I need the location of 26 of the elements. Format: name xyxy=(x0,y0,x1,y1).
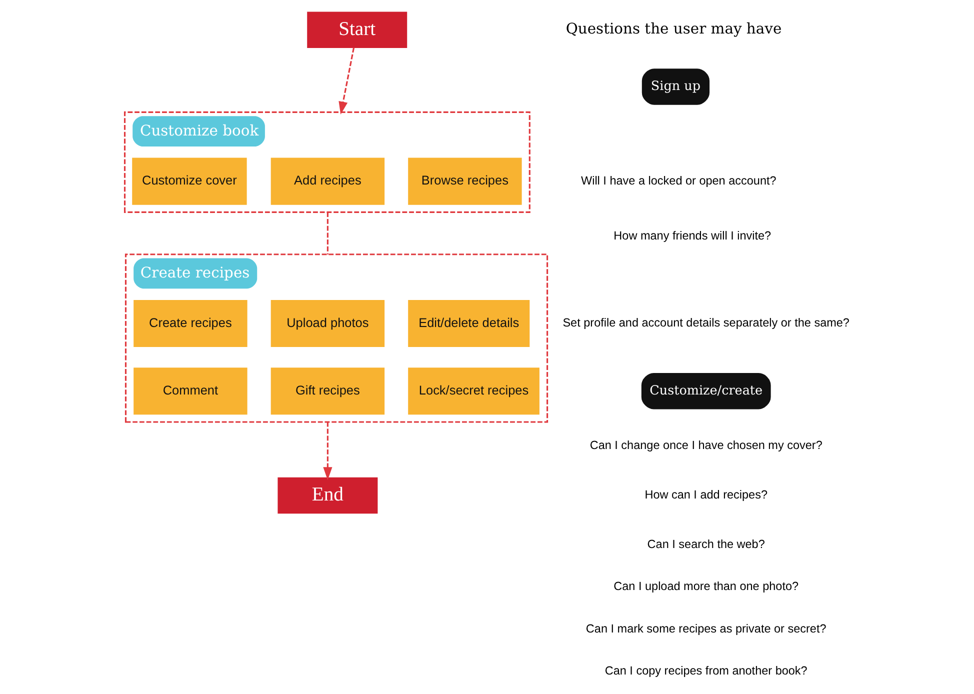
node-box: Sign up xyxy=(642,68,710,105)
arrow xyxy=(338,48,355,115)
node-box: End xyxy=(278,477,378,514)
label: Can I mark some recipes as private or secret? xyxy=(586,622,826,636)
label: Can I search the web? xyxy=(647,538,765,552)
node-box: Edit/delete details xyxy=(408,300,530,347)
node-box: Customize/create xyxy=(641,372,771,410)
node-box: Gift recipes xyxy=(270,368,385,415)
label: Questions the user may have xyxy=(566,20,782,38)
label: Can I copy recipes from another book? xyxy=(604,664,808,678)
node-box: Customize cover xyxy=(132,158,247,205)
node-box: Upload photos xyxy=(270,300,385,347)
label: Can I change once I have chosen my cover? xyxy=(590,439,822,452)
node-box: Start xyxy=(307,12,408,48)
node-box: Create recipes xyxy=(134,300,248,347)
node-box: Comment xyxy=(134,368,248,415)
label: Can I upload more than one photo? xyxy=(614,580,799,594)
label: Set profile and account details separately or the same? xyxy=(562,316,850,330)
node-box: Add recipes xyxy=(270,158,385,205)
label: How can I add recipes? xyxy=(644,488,768,502)
label: Will I have a locked or open account? xyxy=(581,174,776,188)
arrow xyxy=(323,422,332,480)
node-box: Lock/secret recipes xyxy=(408,368,540,415)
label: How many friends will I invite? xyxy=(614,229,772,242)
node-box: Browse recipes xyxy=(408,158,522,205)
connector xyxy=(326,212,328,254)
